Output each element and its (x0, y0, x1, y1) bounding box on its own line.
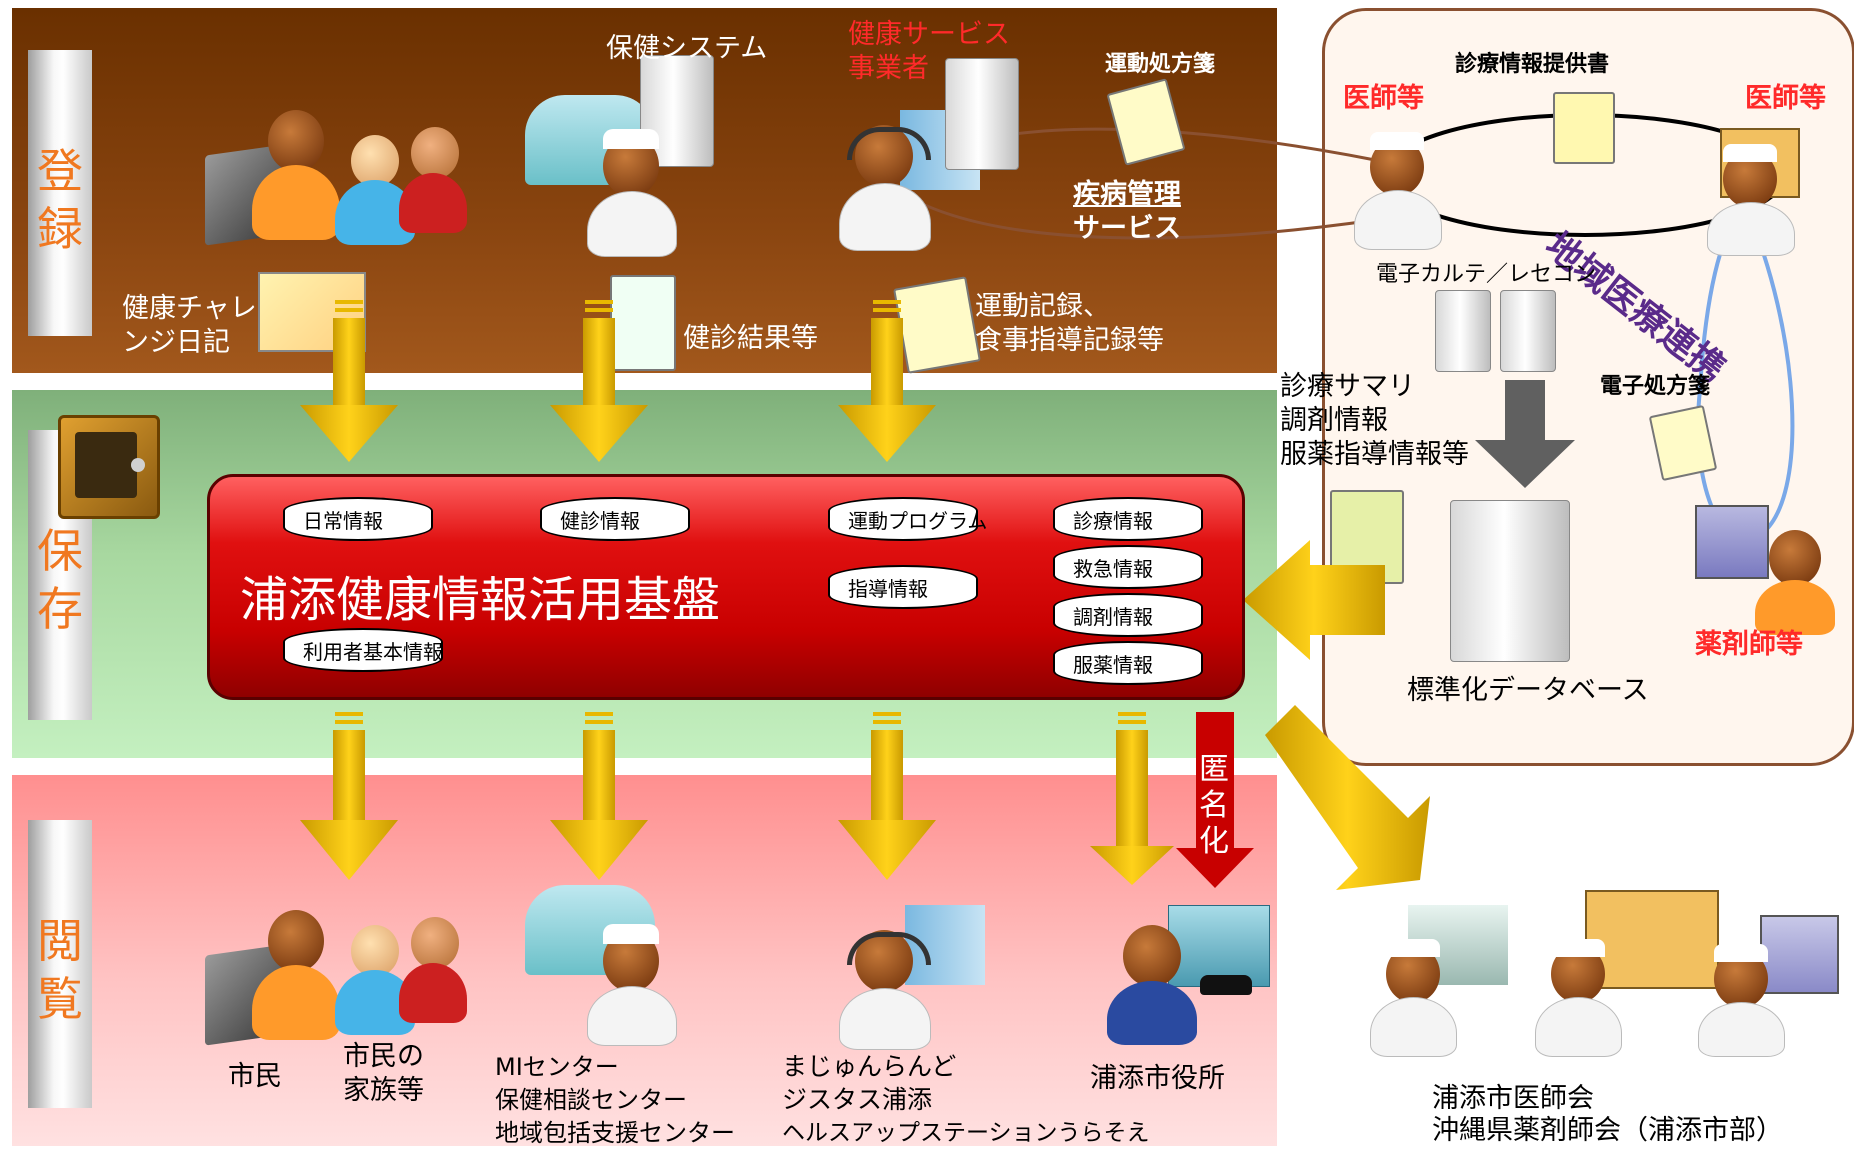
dispensing-info-db: 調剤情報 (1053, 593, 1203, 637)
e-prescription-label: 電子処方箋 (1600, 374, 1711, 399)
pharmacist-label: 薬剤師等 (1695, 629, 1803, 660)
disease-mgmt-label-2: サービス (1073, 213, 1181, 244)
down-arrow-checkup (550, 300, 648, 462)
medication-info-db: 服薬情報 (1053, 641, 1203, 685)
pharmacy-building-icon (1695, 505, 1769, 579)
center-staff-icon (585, 924, 677, 1046)
daily-info-db: 日常情報 (283, 497, 433, 541)
pharmacist-icon (1755, 530, 1835, 635)
center-label-3: 地域包括支援センター (495, 1119, 735, 1147)
register-section-label: 登録 (37, 144, 83, 256)
health-service-provider-label-1: 健康サービス (848, 19, 1010, 50)
checkup-results-label: 健診結果等 (683, 323, 818, 354)
medical-info-db: 診療情報 (1053, 497, 1203, 541)
emr-label: 電子カルテ／レセコン (1376, 262, 1597, 287)
family-label-2: 家族等 (343, 1075, 424, 1106)
referral-letter-label: 診療情報提供書 (1455, 52, 1610, 77)
grey-down-arrow (1475, 380, 1575, 488)
city-hall-label: 浦添市役所 (1090, 1063, 1225, 1094)
association-pharmacist-icon (1698, 944, 1785, 1057)
anonymize-label: 匿名化 (1199, 752, 1229, 859)
fitness-label-2: ジスタス浦添 (782, 1085, 933, 1114)
instructor-icon (835, 125, 935, 251)
exercise-records-label-2: 食事指導記録等 (975, 325, 1164, 356)
car-icon (1200, 975, 1252, 995)
down-arrow-center (550, 712, 648, 880)
disease-mgmt-label-1: 疾病管理 (1073, 179, 1181, 210)
health-challenge-label-2: ンジ日記 (122, 327, 230, 358)
summary-label-1: 診療サマリ (1280, 371, 1415, 402)
platform-title: 浦添健康情報活用基盤 (240, 572, 721, 628)
server-icon (945, 58, 1019, 170)
eye-chart-icon (610, 275, 676, 371)
store-section-label: 保存 (37, 524, 83, 636)
citizen-icon (250, 910, 340, 1040)
safe-icon (58, 415, 160, 519)
view-section-label: 閲覧 (37, 914, 83, 1026)
association-label-2: 沖縄県薬剤師会（浦添市部） (1432, 1115, 1783, 1146)
family-icon (335, 127, 467, 245)
exercise-records-label-1: 運動記録、 (975, 291, 1110, 322)
association-label-1: 浦添市医師会 (1432, 1083, 1594, 1114)
center-label-2: 保健相談センター (495, 1086, 687, 1114)
down-arrow-citizen (300, 712, 398, 880)
doctor-icon (585, 129, 677, 257)
down-arrow-exercise (838, 300, 936, 462)
doctor-left-label: 医師等 (1343, 83, 1424, 114)
citizen-icon (250, 110, 340, 240)
association-doctor-icon-1 (1370, 939, 1457, 1057)
diagonal-arrow-association (1265, 705, 1430, 890)
association-doctor-icon-2 (1535, 939, 1622, 1057)
health-challenge-label-1: 健康チャレ (122, 293, 257, 324)
standard-db-server-icon (1450, 500, 1570, 662)
fitness-staff-icon (835, 930, 935, 1050)
exercise-program-db: 運動プログラム (828, 497, 987, 541)
checkup-info-db: 健診情報 (540, 497, 690, 541)
emr-server-icon (1435, 290, 1491, 372)
fitness-label-1: まじゅんらんど (782, 1052, 957, 1081)
center-label-1: MIセンター (495, 1053, 619, 1081)
referral-document-icon (1553, 92, 1615, 164)
anonymize-arrow (1176, 712, 1254, 888)
health-system-label: 保健システム (606, 33, 768, 64)
down-arrow-fitness (838, 712, 936, 880)
view-side-tab: 閲覧 (28, 820, 92, 1108)
disease-mgmt-link-bottom (904, 193, 1376, 240)
summary-label-2: 調剤情報 (1280, 405, 1388, 436)
health-service-provider-label-2: 事業者 (848, 53, 929, 84)
summary-label-3: 服薬指導情報等 (1280, 439, 1469, 470)
register-side-tab: 登録 (28, 50, 92, 336)
family-icon (335, 917, 467, 1035)
down-arrow-diary (300, 300, 398, 462)
emergency-info-db: 救急情報 (1053, 545, 1203, 589)
doctor-left-icon (1352, 132, 1442, 250)
fitness-label-3: ヘルスアップステーションうらそえ (782, 1120, 1150, 1146)
guidance-info-db: 指導情報 (828, 565, 978, 609)
down-arrow-cityhall (1090, 712, 1174, 885)
doctor-right-icon (1705, 144, 1795, 256)
emr-server-icon-2 (1500, 290, 1556, 372)
standard-db-label: 標準化データベース (1407, 675, 1649, 706)
citizen-label: 市民 (228, 1061, 282, 1092)
doctor-right-label: 医師等 (1745, 83, 1826, 114)
pharmacy-building-icon (1760, 915, 1839, 994)
family-label-1: 市民の (343, 1041, 424, 1072)
user-basic-info-db: 利用者基本情報 (283, 628, 443, 672)
exercise-prescription-label: 運動処方箋 (1105, 52, 1216, 77)
city-official-icon (1105, 925, 1200, 1045)
platform-inbound-arrow (1243, 540, 1385, 660)
